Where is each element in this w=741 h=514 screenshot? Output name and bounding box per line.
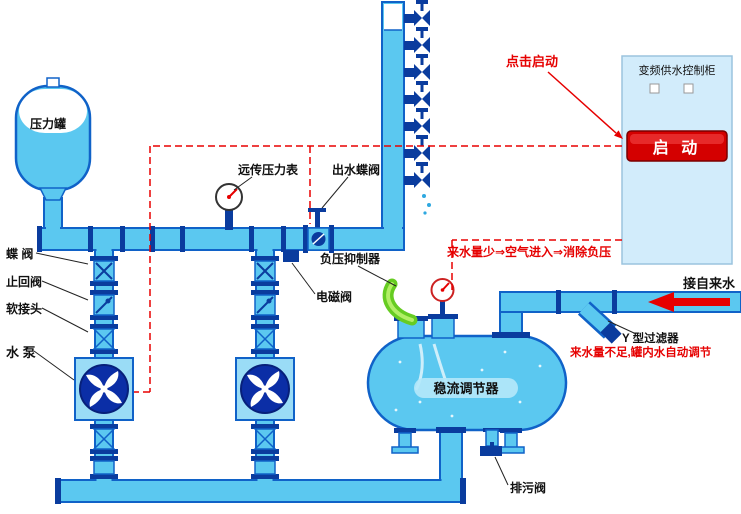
- cabinet-title: 变频供水控制柜: [639, 63, 716, 77]
- manifold-left-cap: [37, 226, 42, 252]
- tank-riser-pipe: [439, 425, 463, 485]
- riser-air-gap: [384, 4, 402, 30]
- drain-valve-label: 排污阀: [510, 480, 546, 495]
- indicator-light-2: [683, 83, 694, 94]
- control-signal-lines: [134, 145, 622, 393]
- start-button[interactable]: 启 动: [626, 130, 728, 162]
- flexible-joint-label: 软接头: [6, 301, 42, 316]
- flow-direction-arrow: [648, 292, 674, 312]
- manifold-fittings: [88, 226, 299, 262]
- remote-pressure-gauge: [215, 183, 243, 230]
- check-valve-label: 止回阀: [6, 274, 42, 289]
- pressure-tank-label: 压力罐: [30, 116, 66, 131]
- tank-speckles: [394, 350, 542, 418]
- indicator-light-1: [649, 83, 660, 94]
- flow-stabilizer-label: 稳流调节器: [433, 381, 499, 396]
- bottom-pipe-right-cap: [460, 478, 466, 504]
- tank-top-fittings: [382, 278, 458, 339]
- control-cabinet: 变频供水控制柜 启 动: [621, 55, 733, 265]
- outlet-faucet-stack: [404, 0, 431, 215]
- main-manifold-pipe: [39, 227, 405, 251]
- drain-valve: [480, 428, 502, 456]
- solenoid-valve-label: 电磁阀: [316, 289, 352, 304]
- low-inflow-note: 来水量少⇒空气进入⇒消除负压: [446, 244, 611, 259]
- tank-top-nipple: [46, 77, 60, 88]
- tank-label-pill: [414, 378, 518, 398]
- bottom-pipe-left-cap: [55, 478, 61, 504]
- y-strainer-label: Y 型过滤器: [622, 331, 679, 345]
- butterfly-valve-label: 蝶 阀: [6, 246, 33, 261]
- remote-pressure-gauge-label: 远传压力表: [238, 162, 299, 177]
- outlet-butterfly-valve-label: 出水蝶阀: [332, 162, 380, 177]
- outlet-riser-pipe: [381, 1, 405, 251]
- solenoid-valve-body: [283, 250, 299, 262]
- negative-pressure-suppressor-label: 负压抑制器: [320, 251, 381, 266]
- tap-water-label: 接自来水: [683, 276, 736, 291]
- water-pump-label: 水 泵: [6, 345, 36, 360]
- insufficient-inflow-note: 来水量不足,罐内水自动调节: [569, 345, 712, 359]
- flow-stabilizer-tank: 稳流调节器: [366, 334, 568, 454]
- click-start-note: 点击启动: [506, 54, 558, 69]
- water-drips: [422, 194, 431, 215]
- pressure-tank: 压力罐: [14, 77, 92, 201]
- click-start-arrow: [547, 71, 623, 139]
- leader-lines: [33, 176, 635, 486]
- outlet-butterfly-valve: [303, 208, 334, 253]
- start-button-label: 启 动: [653, 138, 701, 157]
- pipe-joints: [46, 226, 461, 484]
- inlet-fittings: [492, 290, 730, 344]
